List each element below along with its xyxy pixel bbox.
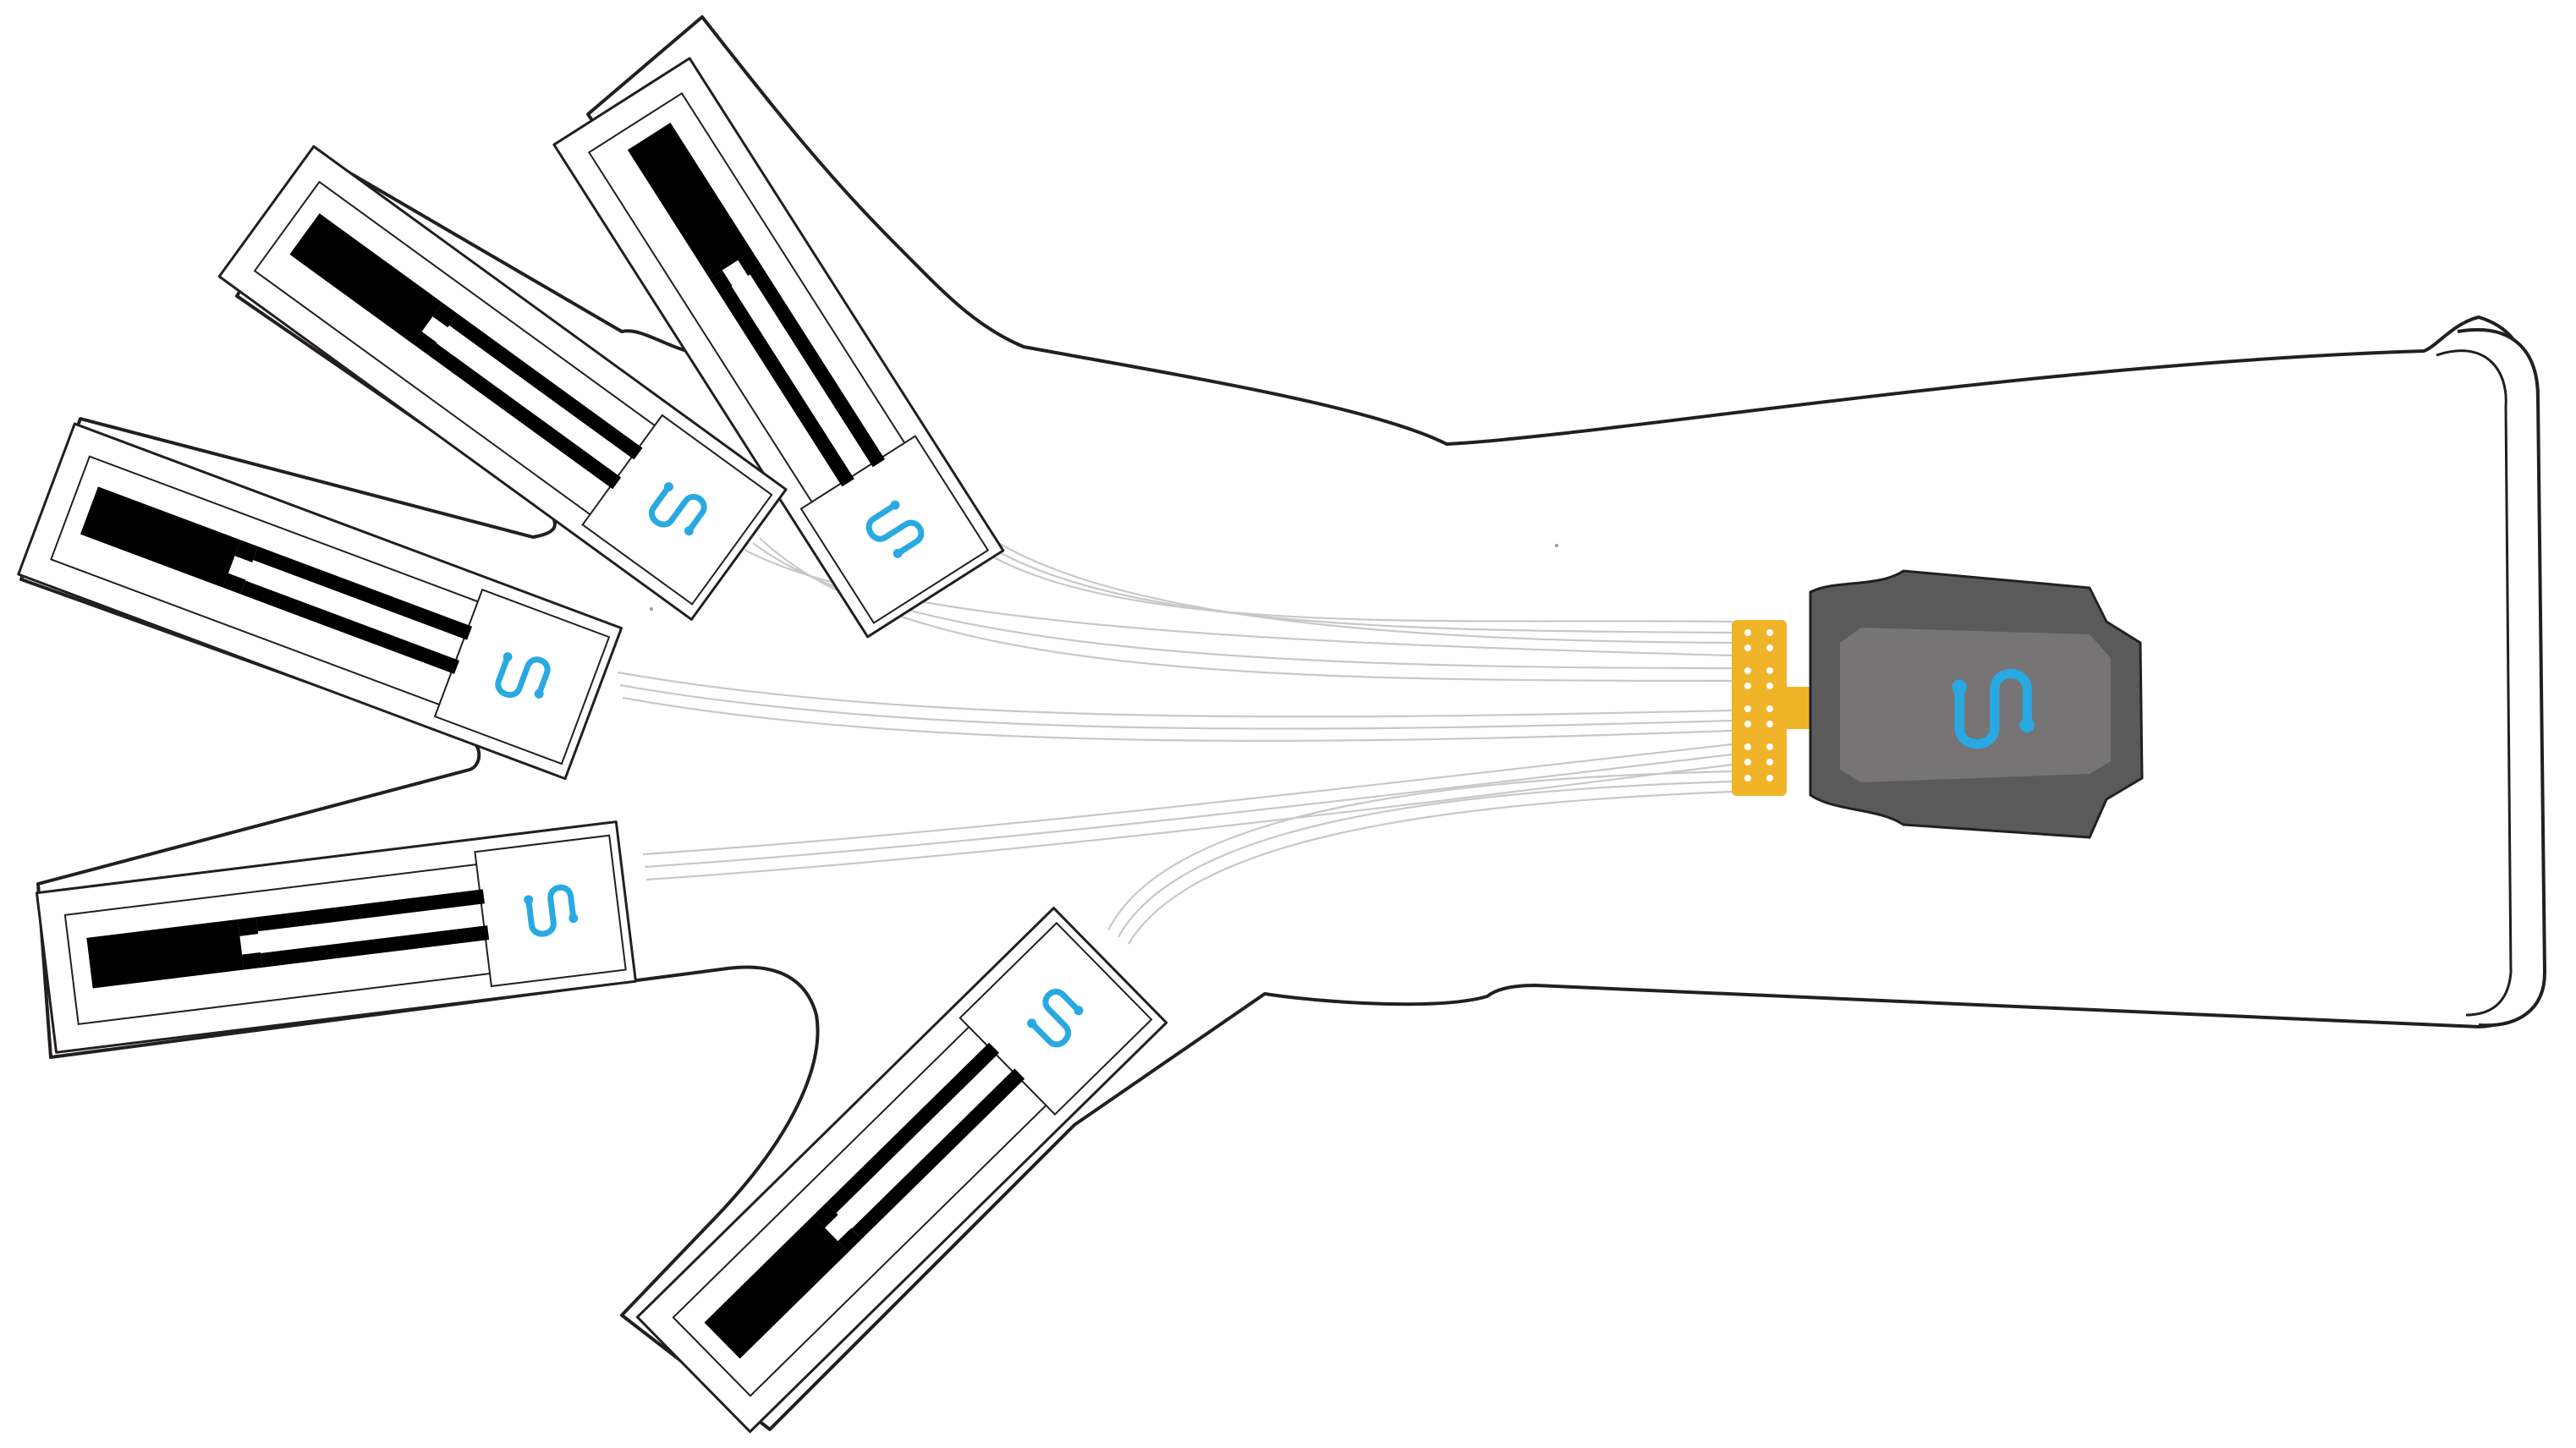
control-module [1809,569,2144,839]
dot-mark [1555,544,1558,547]
glove-cuff [2457,328,2546,1028]
glove-outline [19,15,2529,1431]
connector-board [1732,620,1815,796]
sensor-pinky [36,822,635,1053]
glove-cuff-seam [2436,349,2513,1017]
sensor-wires [617,511,1733,945]
dot-mark [650,607,653,611]
